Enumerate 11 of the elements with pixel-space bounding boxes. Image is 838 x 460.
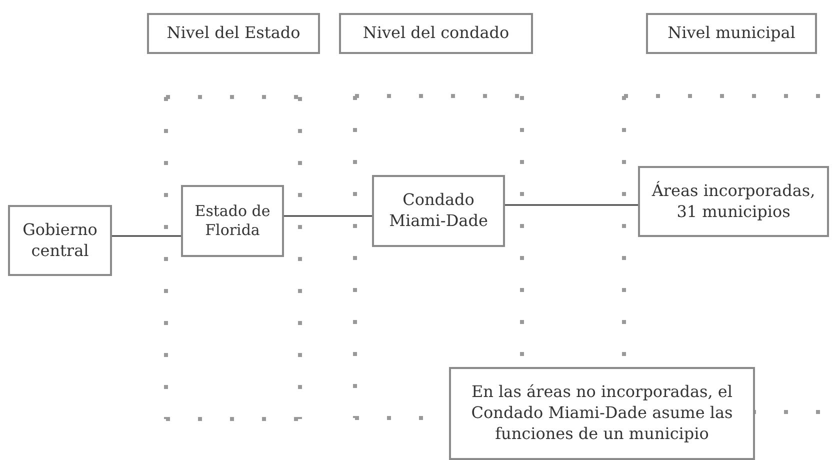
text-box: Gobierno central <box>8 205 112 276</box>
connector-line <box>284 215 372 217</box>
text-box: Nivel del Estado <box>147 13 320 54</box>
text-box: Nivel del condado <box>339 13 533 54</box>
text-box: Nivel municipal <box>646 13 817 54</box>
text-box: Áreas incorporadas, 31 municipios <box>638 166 829 237</box>
text-box: Condado Miami-Dade <box>372 175 505 247</box>
connector-line <box>112 235 181 237</box>
text-box: Estado de Florida <box>181 185 284 257</box>
connector-line <box>505 204 638 206</box>
text-box: En las áreas no incorporadas, el Condado Miami-Dade asume las funciones de un municipio <box>449 367 755 460</box>
